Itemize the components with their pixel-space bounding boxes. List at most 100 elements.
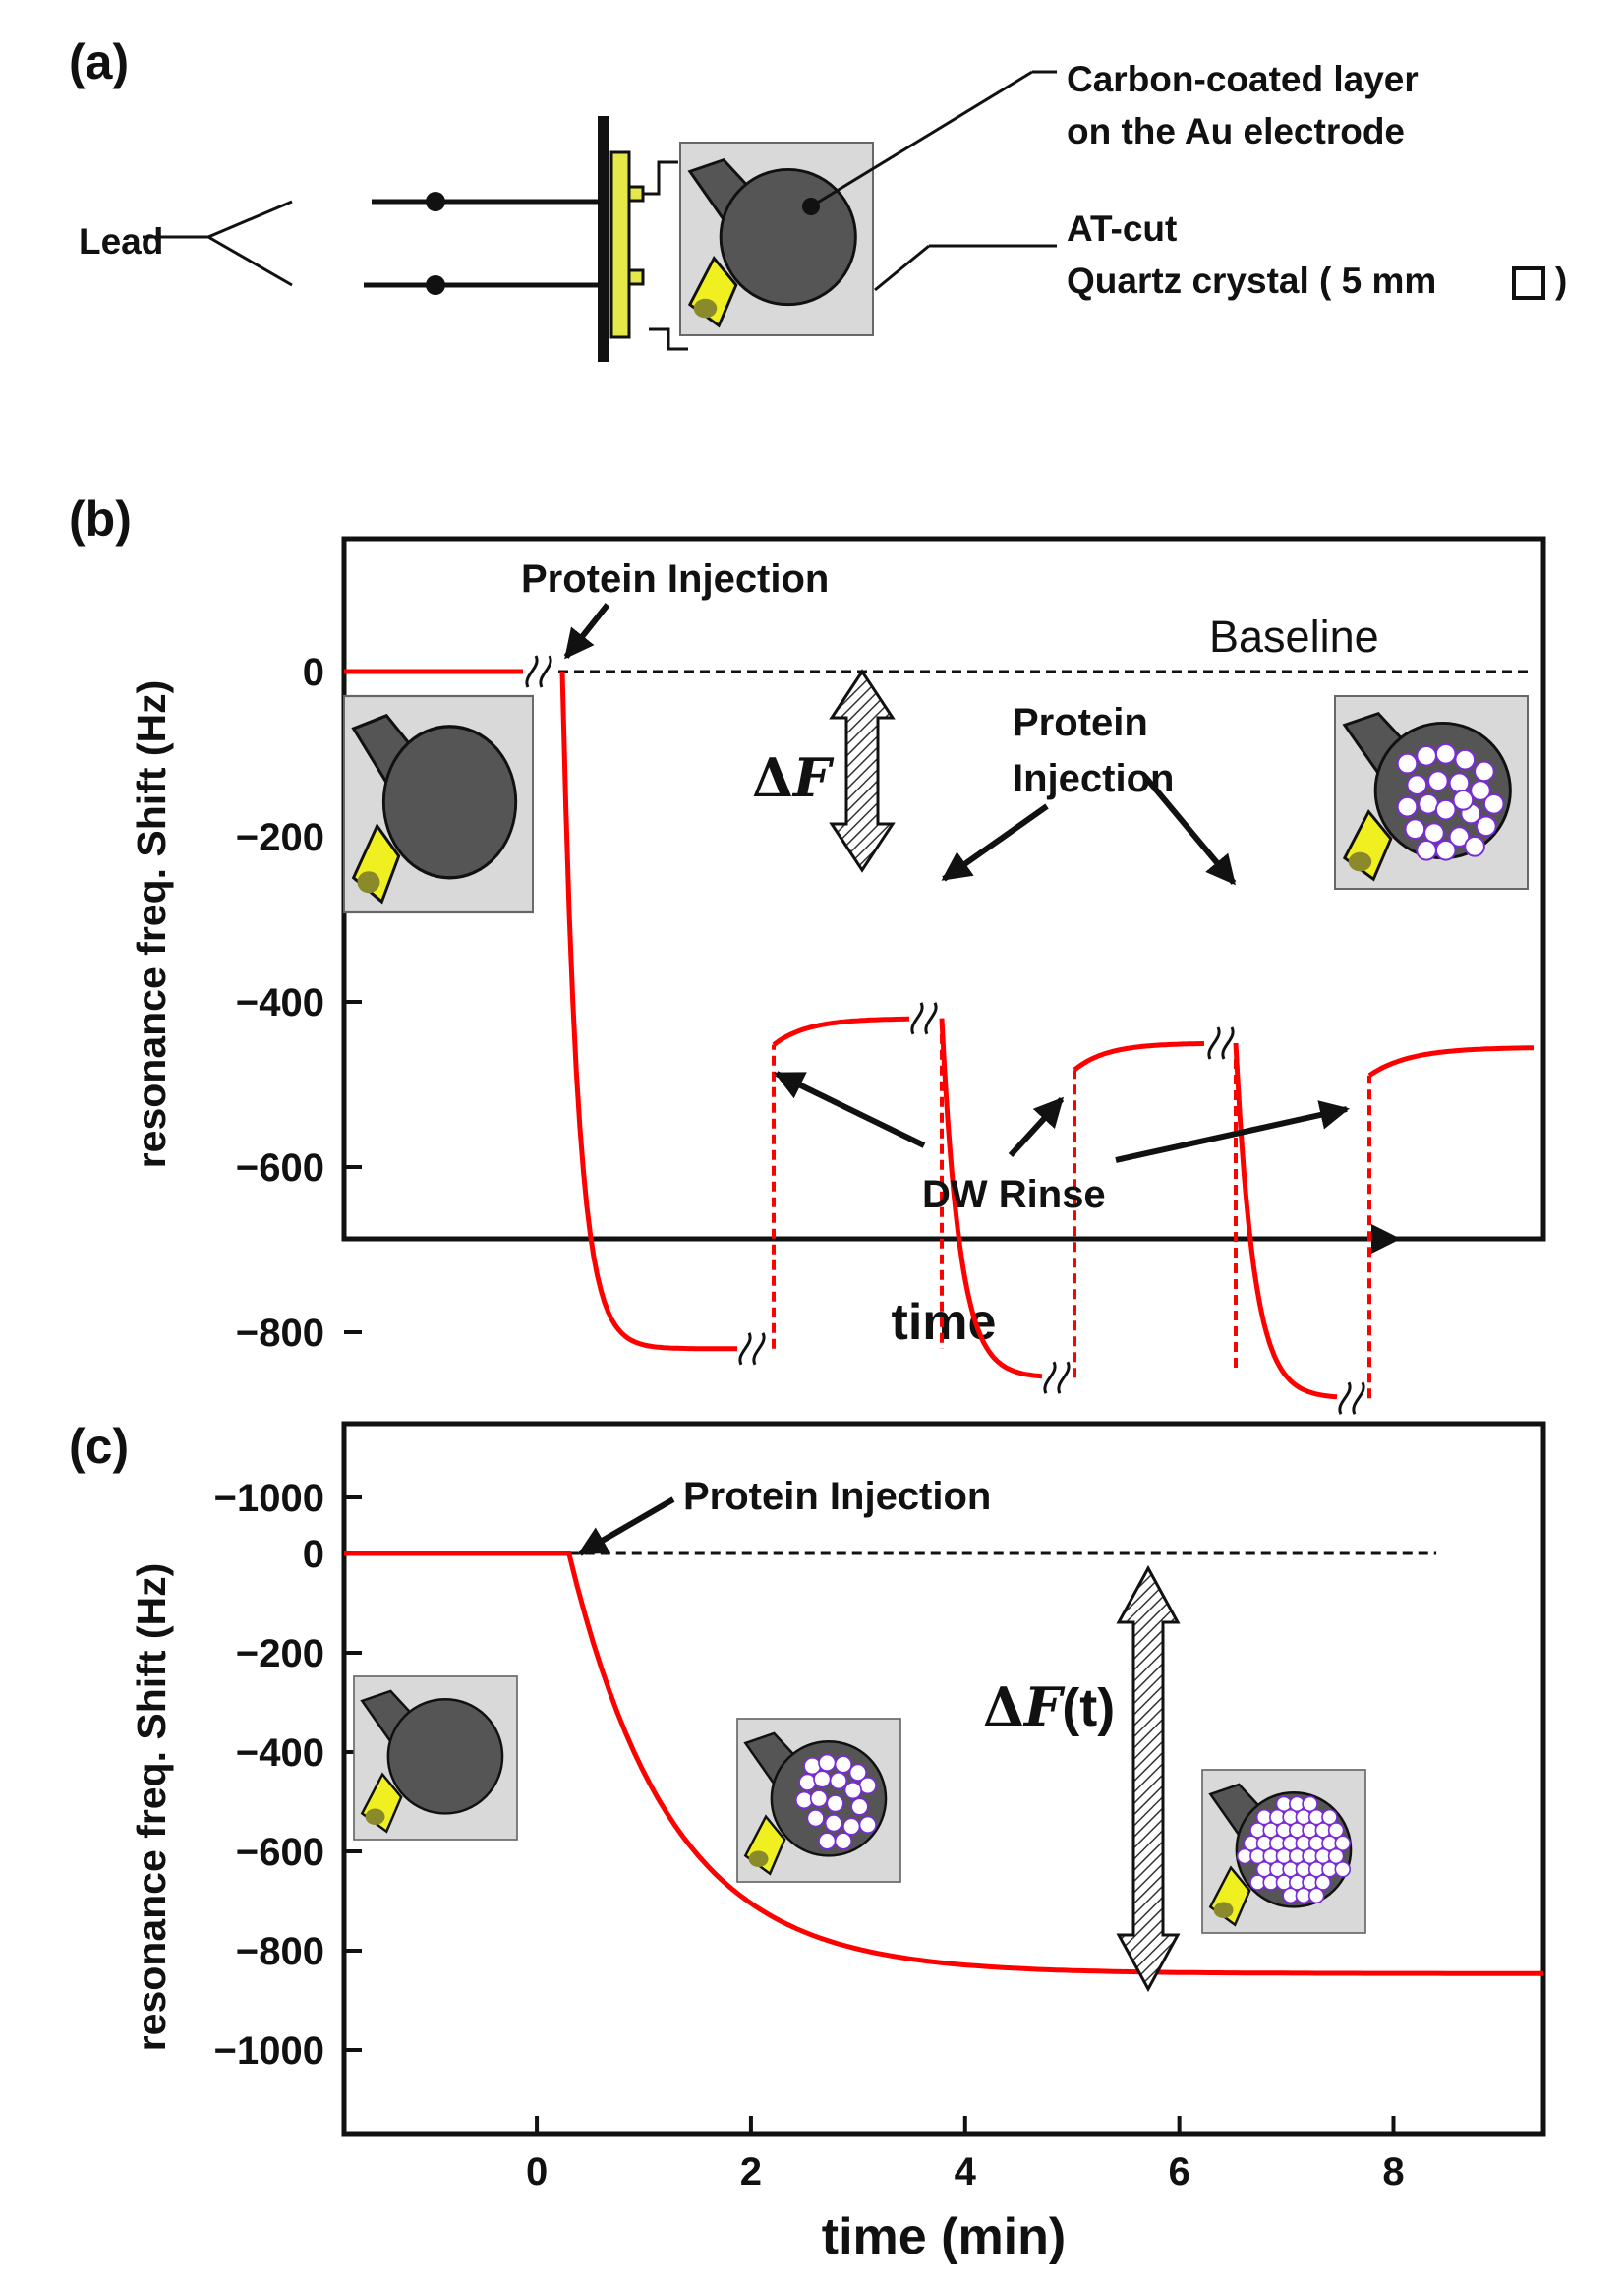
y-tick-label-c: −800 [236, 1930, 324, 1973]
y-axis-label-c: resonance freq. Shift (Hz) [129, 1563, 174, 2052]
break-mark [539, 655, 552, 688]
break-mark [1207, 1026, 1221, 1060]
break-mark [1338, 1381, 1352, 1415]
delta-f-var: F [791, 746, 835, 809]
protein-dot [818, 1753, 837, 1772]
protein-dot [1396, 795, 1419, 818]
protein-dot [1334, 1835, 1352, 1852]
carbon-pointer [810, 70, 1033, 208]
connector-bottom [649, 327, 688, 351]
lead-wire-split-bottom [207, 235, 293, 287]
protein-dot [1452, 790, 1475, 811]
protein-dot [824, 1814, 843, 1833]
electrode-image-coated-b [1333, 694, 1530, 891]
break-mark [752, 1332, 766, 1366]
lead-wire-split-top [207, 200, 293, 239]
square-symbol [1512, 266, 1545, 300]
panel-c-label: (c) [69, 1419, 129, 1474]
injection-arrow-mid-1 [941, 803, 1049, 882]
protein-dot [809, 1789, 829, 1808]
lead-junction-top [426, 192, 445, 211]
break-mark [525, 655, 539, 688]
rinse-arrow-1 [774, 1071, 926, 1148]
y-tick-label-b: −1000 [214, 1477, 324, 1520]
protein-dot [1396, 752, 1419, 775]
protein-dot [1434, 743, 1457, 765]
protein-dot [1454, 748, 1477, 771]
carbon-label-line2: on the Au electrode [1067, 111, 1405, 151]
protein-dot [1404, 818, 1426, 841]
protein-dot [1482, 792, 1505, 815]
break-mark [910, 1002, 924, 1035]
delta-ft-prefix: Δ [983, 1675, 1024, 1738]
quartz-label-line2: Quartz crystal ( 5 mm [1067, 261, 1436, 301]
curve-segment-adsorption [559, 671, 737, 1352]
connector-top [643, 160, 678, 196]
protein-dot [1448, 772, 1471, 793]
curve-segment-adsorption [1233, 1042, 1338, 1400]
y-tick-label-b: −200 [236, 816, 324, 859]
electrode-image-full-c [1200, 1768, 1367, 1935]
y-tick-label-c: −200 [236, 1632, 324, 1675]
injection-arrow-top [563, 603, 610, 660]
x-tick-label-c: 2 [740, 2150, 762, 2194]
delta-ft-var: F [1022, 1675, 1066, 1738]
protein-dot [1427, 770, 1449, 792]
break-mark [924, 1002, 938, 1035]
x-tick-label-c: 8 [1382, 2150, 1404, 2194]
protein-dot [1314, 1874, 1332, 1891]
curve-segment-adsorption [939, 1018, 1043, 1379]
quartz-label-end: ) [1555, 261, 1567, 301]
x-axis-label-c: time (min) [822, 2208, 1066, 2265]
protein-dot [826, 1794, 844, 1813]
protein-dot [1434, 798, 1457, 821]
protein-dot [806, 1809, 825, 1828]
curve-b [344, 669, 1535, 1400]
protein-dot [1406, 774, 1428, 795]
time-arrowhead [1371, 1224, 1401, 1254]
protein-dot [1470, 780, 1491, 801]
y-tick-label-b: −800 [236, 1312, 324, 1355]
electrode-image-empty-c [352, 1674, 519, 1842]
protein-dot [1327, 1847, 1345, 1865]
break-mark [738, 1332, 752, 1366]
plot-frame-c [341, 1421, 1546, 2137]
delta-f-prefix: Δ [752, 746, 793, 809]
y-axis-label-b: resonance freq. Shift (Hz) [129, 680, 174, 1169]
protein-dot [843, 1781, 862, 1800]
break-mark [1057, 1361, 1071, 1394]
y-ticks-b: 0−200−400−600−800−1000 [214, 651, 362, 1520]
protein-dot [1307, 1887, 1325, 1904]
lead-label: Lead [79, 221, 163, 262]
protein-dot [1434, 840, 1457, 861]
curve-segment-rinse [1073, 1041, 1204, 1073]
panel-b: (b) resonance freq. Shift (Hz) time 0−20… [69, 492, 1546, 1520]
break-mark [1352, 1381, 1365, 1415]
protein-dot [1416, 744, 1437, 767]
protein-dot [858, 1776, 877, 1795]
y-tick-label-c: −600 [236, 1831, 324, 1874]
protein-dot [848, 1763, 867, 1782]
injection-label-mid-line1: Protein [1013, 701, 1148, 744]
curve-c [344, 1551, 1543, 1976]
protein-dot [842, 1817, 861, 1836]
protein-dot [1423, 822, 1445, 844]
holder-clip [609, 150, 631, 339]
break-mark [1221, 1026, 1235, 1060]
y-ticks-c: 0−200−400−600−800−1000 [214, 1533, 362, 2073]
protein-dot [1321, 1808, 1338, 1826]
curve-c-line [344, 1551, 1543, 1976]
holder-tab-top [627, 185, 645, 203]
protein-dot [1418, 792, 1439, 815]
injection-label-top: Protein Injection [521, 557, 829, 601]
protein-dot [1334, 1860, 1352, 1878]
y-tick-label-b: −400 [236, 981, 324, 1024]
baseline-label: Baseline [1209, 612, 1379, 662]
y-tick-label-c: 0 [303, 1533, 324, 1576]
carbon-pointer-dot [802, 198, 820, 215]
holder-tab-bottom [627, 268, 645, 286]
panel-a: (a) Lead Carbon-coated layer on the Au e… [69, 34, 1567, 362]
protein-dot [829, 1771, 848, 1790]
